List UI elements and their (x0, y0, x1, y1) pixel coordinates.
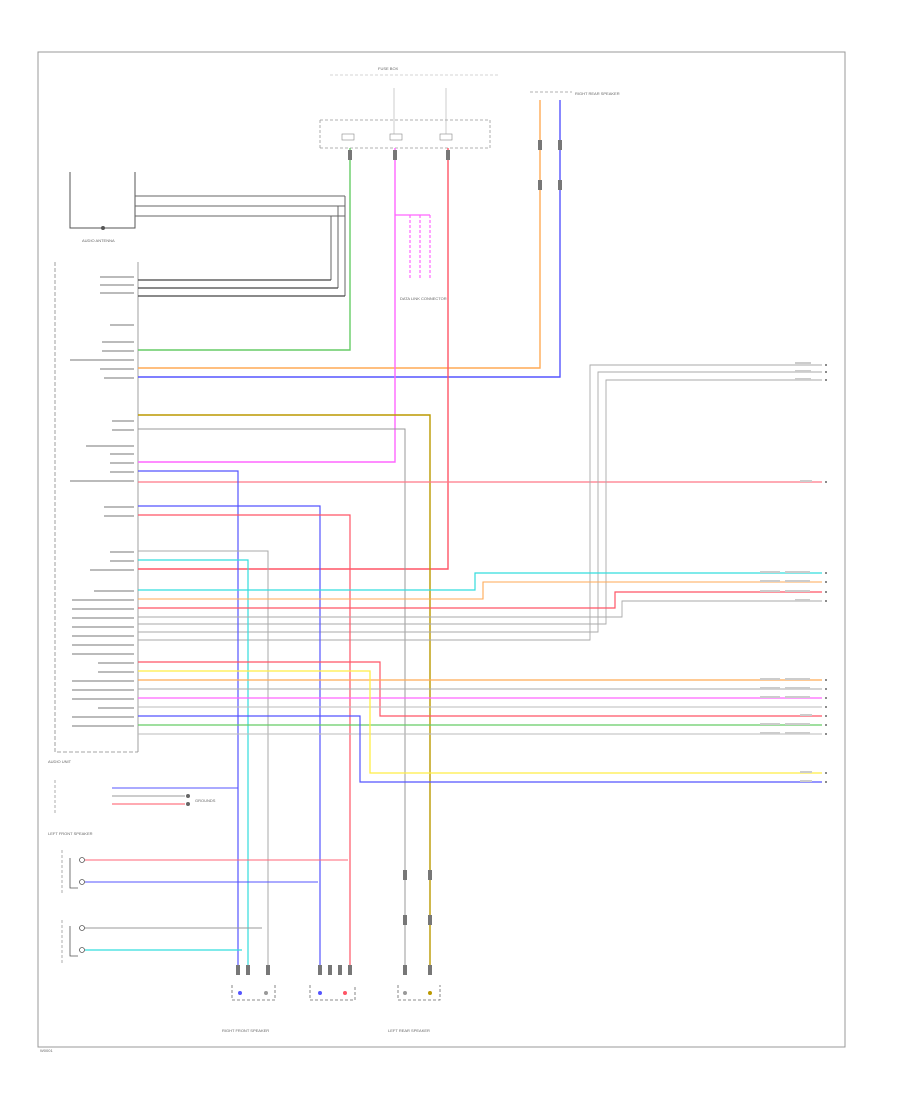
grounds-label: GROUNDS (195, 798, 216, 803)
fuse-box: FUSE BOX (319, 66, 500, 149)
wire-blue-upper (138, 100, 561, 378)
wire-orange (138, 100, 541, 369)
left-front-speaker: LEFT FRONT SPEAKER (48, 831, 348, 895)
wire-pink (138, 148, 396, 463)
left-front-speaker-connector (309, 985, 356, 1001)
wire-red-right (138, 591, 822, 609)
audio-antenna: AUDIO ANTENNA (69, 172, 346, 296)
wire-olive (138, 414, 431, 975)
page-id: W0001 (40, 1048, 53, 1053)
diagram-border (37, 51, 846, 1048)
wire-blue-rf (138, 505, 321, 975)
left-front-speaker-label: LEFT FRONT SPEAKER (48, 831, 93, 836)
audio-antenna-label: AUDIO ANTENNA (82, 238, 115, 243)
wire-gray-lf (138, 550, 269, 975)
wire-gray-right-2 (138, 371, 822, 633)
wire-gray-right-1 (138, 364, 822, 641)
left-rear-speaker-connector: LEFT REAR SPEAKER (388, 985, 441, 1033)
wire-blue-lf (138, 470, 239, 975)
wire-blue-low (138, 715, 822, 783)
wire-gray-right-3 (138, 379, 822, 625)
wire-yellow-low (138, 670, 822, 774)
right-terminals (825, 364, 827, 783)
audio-unit-label: AUDIO UNIT (48, 759, 72, 764)
wire-green (138, 148, 351, 351)
wire-cyan-lf (138, 559, 249, 975)
left-rear-speaker-label: LEFT REAR SPEAKER (388, 1028, 430, 1033)
connector-marks (236, 140, 562, 975)
right-rear-speaker-label: RIGHT REAR SPEAKER (575, 91, 620, 96)
wire-gray-right-4 (138, 600, 822, 618)
right-front-speaker-label: RIGHT FRONT SPEAKER (222, 1028, 269, 1033)
wire-cyan-right (138, 572, 822, 591)
fuse-box-label: FUSE BOX (378, 66, 399, 71)
wire-red-fuse (138, 148, 449, 570)
right-wire-tags (760, 362, 812, 782)
wire-orange-right (138, 581, 822, 600)
audio-unit: AUDIO UNIT (48, 262, 139, 764)
grounds-block: GROUNDS (54, 780, 238, 815)
pin-labels (70, 276, 134, 727)
wire-red-rf (138, 514, 351, 975)
data-link-label: DATA LINK CONNECTOR (400, 296, 447, 301)
right-rear-speaker: RIGHT REAR SPEAKER (530, 91, 620, 96)
right-front-speaker-connector: RIGHT FRONT SPEAKER (222, 985, 276, 1033)
tweeters (61, 920, 262, 965)
wire-gray-left-rear (138, 428, 406, 975)
